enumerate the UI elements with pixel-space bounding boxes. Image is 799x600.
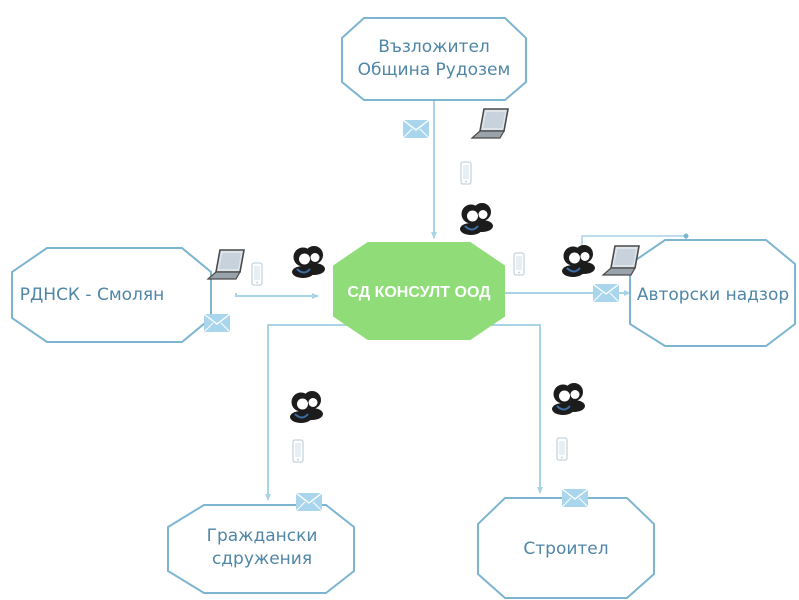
- node-left-shape: [11, 247, 212, 343]
- center-node-shape: [333, 242, 505, 340]
- laptop-icon: [207, 249, 245, 280]
- envelope-icon: [592, 283, 620, 303]
- node-bottom-right-label: Строител: [523, 539, 608, 559]
- people-icon: [459, 202, 494, 236]
- laptop-icon: [471, 108, 509, 139]
- center-node-label: СД КОНСУЛТ ООД: [347, 284, 491, 301]
- envelope-icon: [295, 492, 323, 512]
- node-top-line1: Възложител: [378, 37, 490, 57]
- phone-icon: [460, 161, 472, 185]
- node-bottom-left: Граждански сдружения: [167, 504, 355, 594]
- laptop-icon: [602, 245, 640, 276]
- connectors: [235, 99, 689, 501]
- connector-bottom-right: [465, 324, 543, 494]
- connector-bottom-left: [265, 324, 358, 501]
- node-bottom-left-line1: Граждански: [207, 526, 318, 546]
- people-icon: [289, 390, 324, 424]
- phone-icon: [251, 262, 263, 286]
- phone-icon: [292, 439, 304, 463]
- people-icon: [551, 382, 586, 416]
- people-icon: [561, 244, 596, 278]
- envelope-icon: [203, 313, 231, 333]
- center-node: СД КОНСУЛТ ООД: [333, 242, 505, 340]
- phone-icon: [556, 437, 568, 461]
- node-right-label: Авторски надзор: [637, 285, 789, 305]
- envelope-icon: [402, 119, 430, 139]
- connector-left: [235, 293, 319, 299]
- node-bottom-left-line2: сдружения: [212, 549, 312, 569]
- node-right: Авторски надзор: [629, 239, 796, 347]
- node-bottom-right: Строител: [477, 497, 655, 599]
- node-top-shape: [341, 17, 527, 101]
- people-icon: [291, 245, 326, 279]
- connector-dot: [683, 233, 689, 239]
- node-bottom-right-shape: [477, 497, 655, 599]
- phone-icon: [513, 252, 525, 276]
- node-bottom-left-shape: [167, 504, 355, 594]
- node-top-line2: Община Рудозем: [358, 60, 511, 80]
- node-top: Възложител Община Рудозем: [341, 17, 527, 101]
- node-left: РДНСК - Смолян: [11, 247, 212, 343]
- envelope-icon: [561, 488, 589, 508]
- node-left-label: РДНСК - Смолян: [20, 285, 165, 305]
- node-right-shape: [629, 239, 796, 347]
